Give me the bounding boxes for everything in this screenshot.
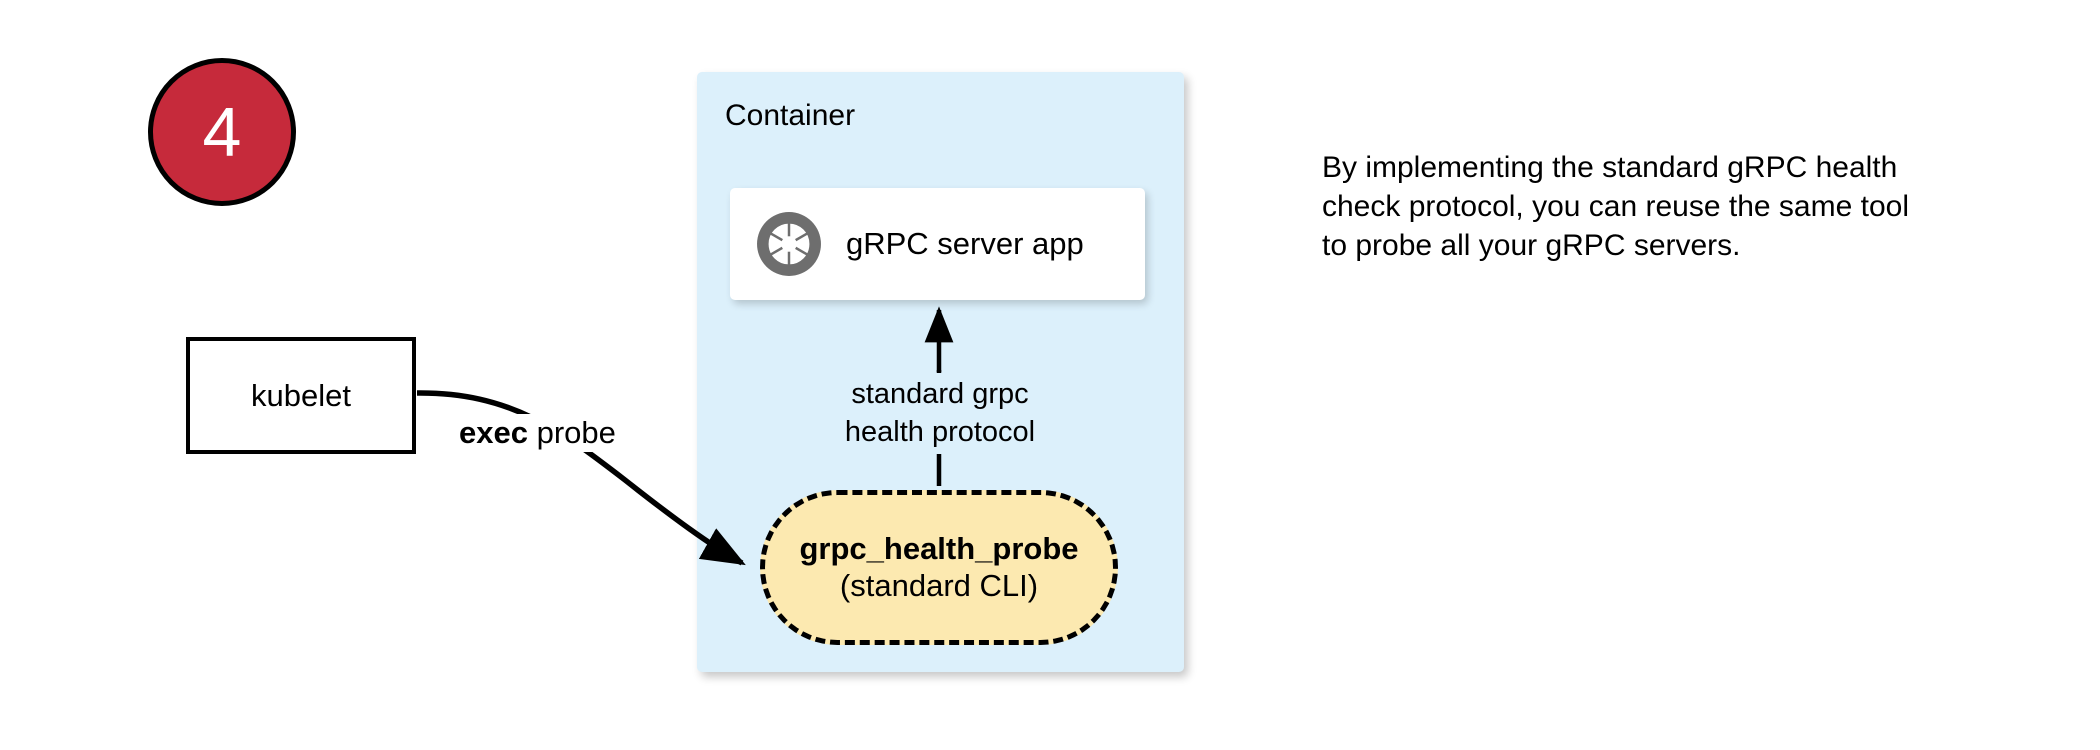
step-number-badge: 4 xyxy=(148,58,296,206)
grpc-server-app-label: gRPC server app xyxy=(846,226,1084,261)
description-text: By implementing the standard gRPC health… xyxy=(1322,151,1909,262)
container-title: Container xyxy=(725,99,856,132)
grpc-aperture-icon xyxy=(757,212,821,276)
grpc-health-probe-name: grpc_health_probe xyxy=(799,530,1079,566)
grpc-health-probe-node: grpc_health_probe (standard CLI) xyxy=(760,490,1118,645)
edge-label-health-protocol: standard grpc health protocol xyxy=(800,373,1080,454)
edge-label-health-protocol-line1: standard grpc xyxy=(851,378,1029,410)
grpc-server-app-card: gRPC server app xyxy=(730,188,1145,300)
edge-label-health-protocol-line2: health protocol xyxy=(844,416,1036,449)
edge-label-exec-probe: exec probe xyxy=(455,414,620,452)
kubelet-label: kubelet xyxy=(251,377,351,413)
edge-label-exec-probe-bold: exec xyxy=(459,415,528,450)
edge-label-exec-probe-rest: probe xyxy=(527,415,616,450)
grpc-health-probe-subtitle: (standard CLI) xyxy=(839,567,1039,603)
kubelet-node: kubelet xyxy=(186,337,416,454)
step-number-label: 4 xyxy=(202,93,242,171)
